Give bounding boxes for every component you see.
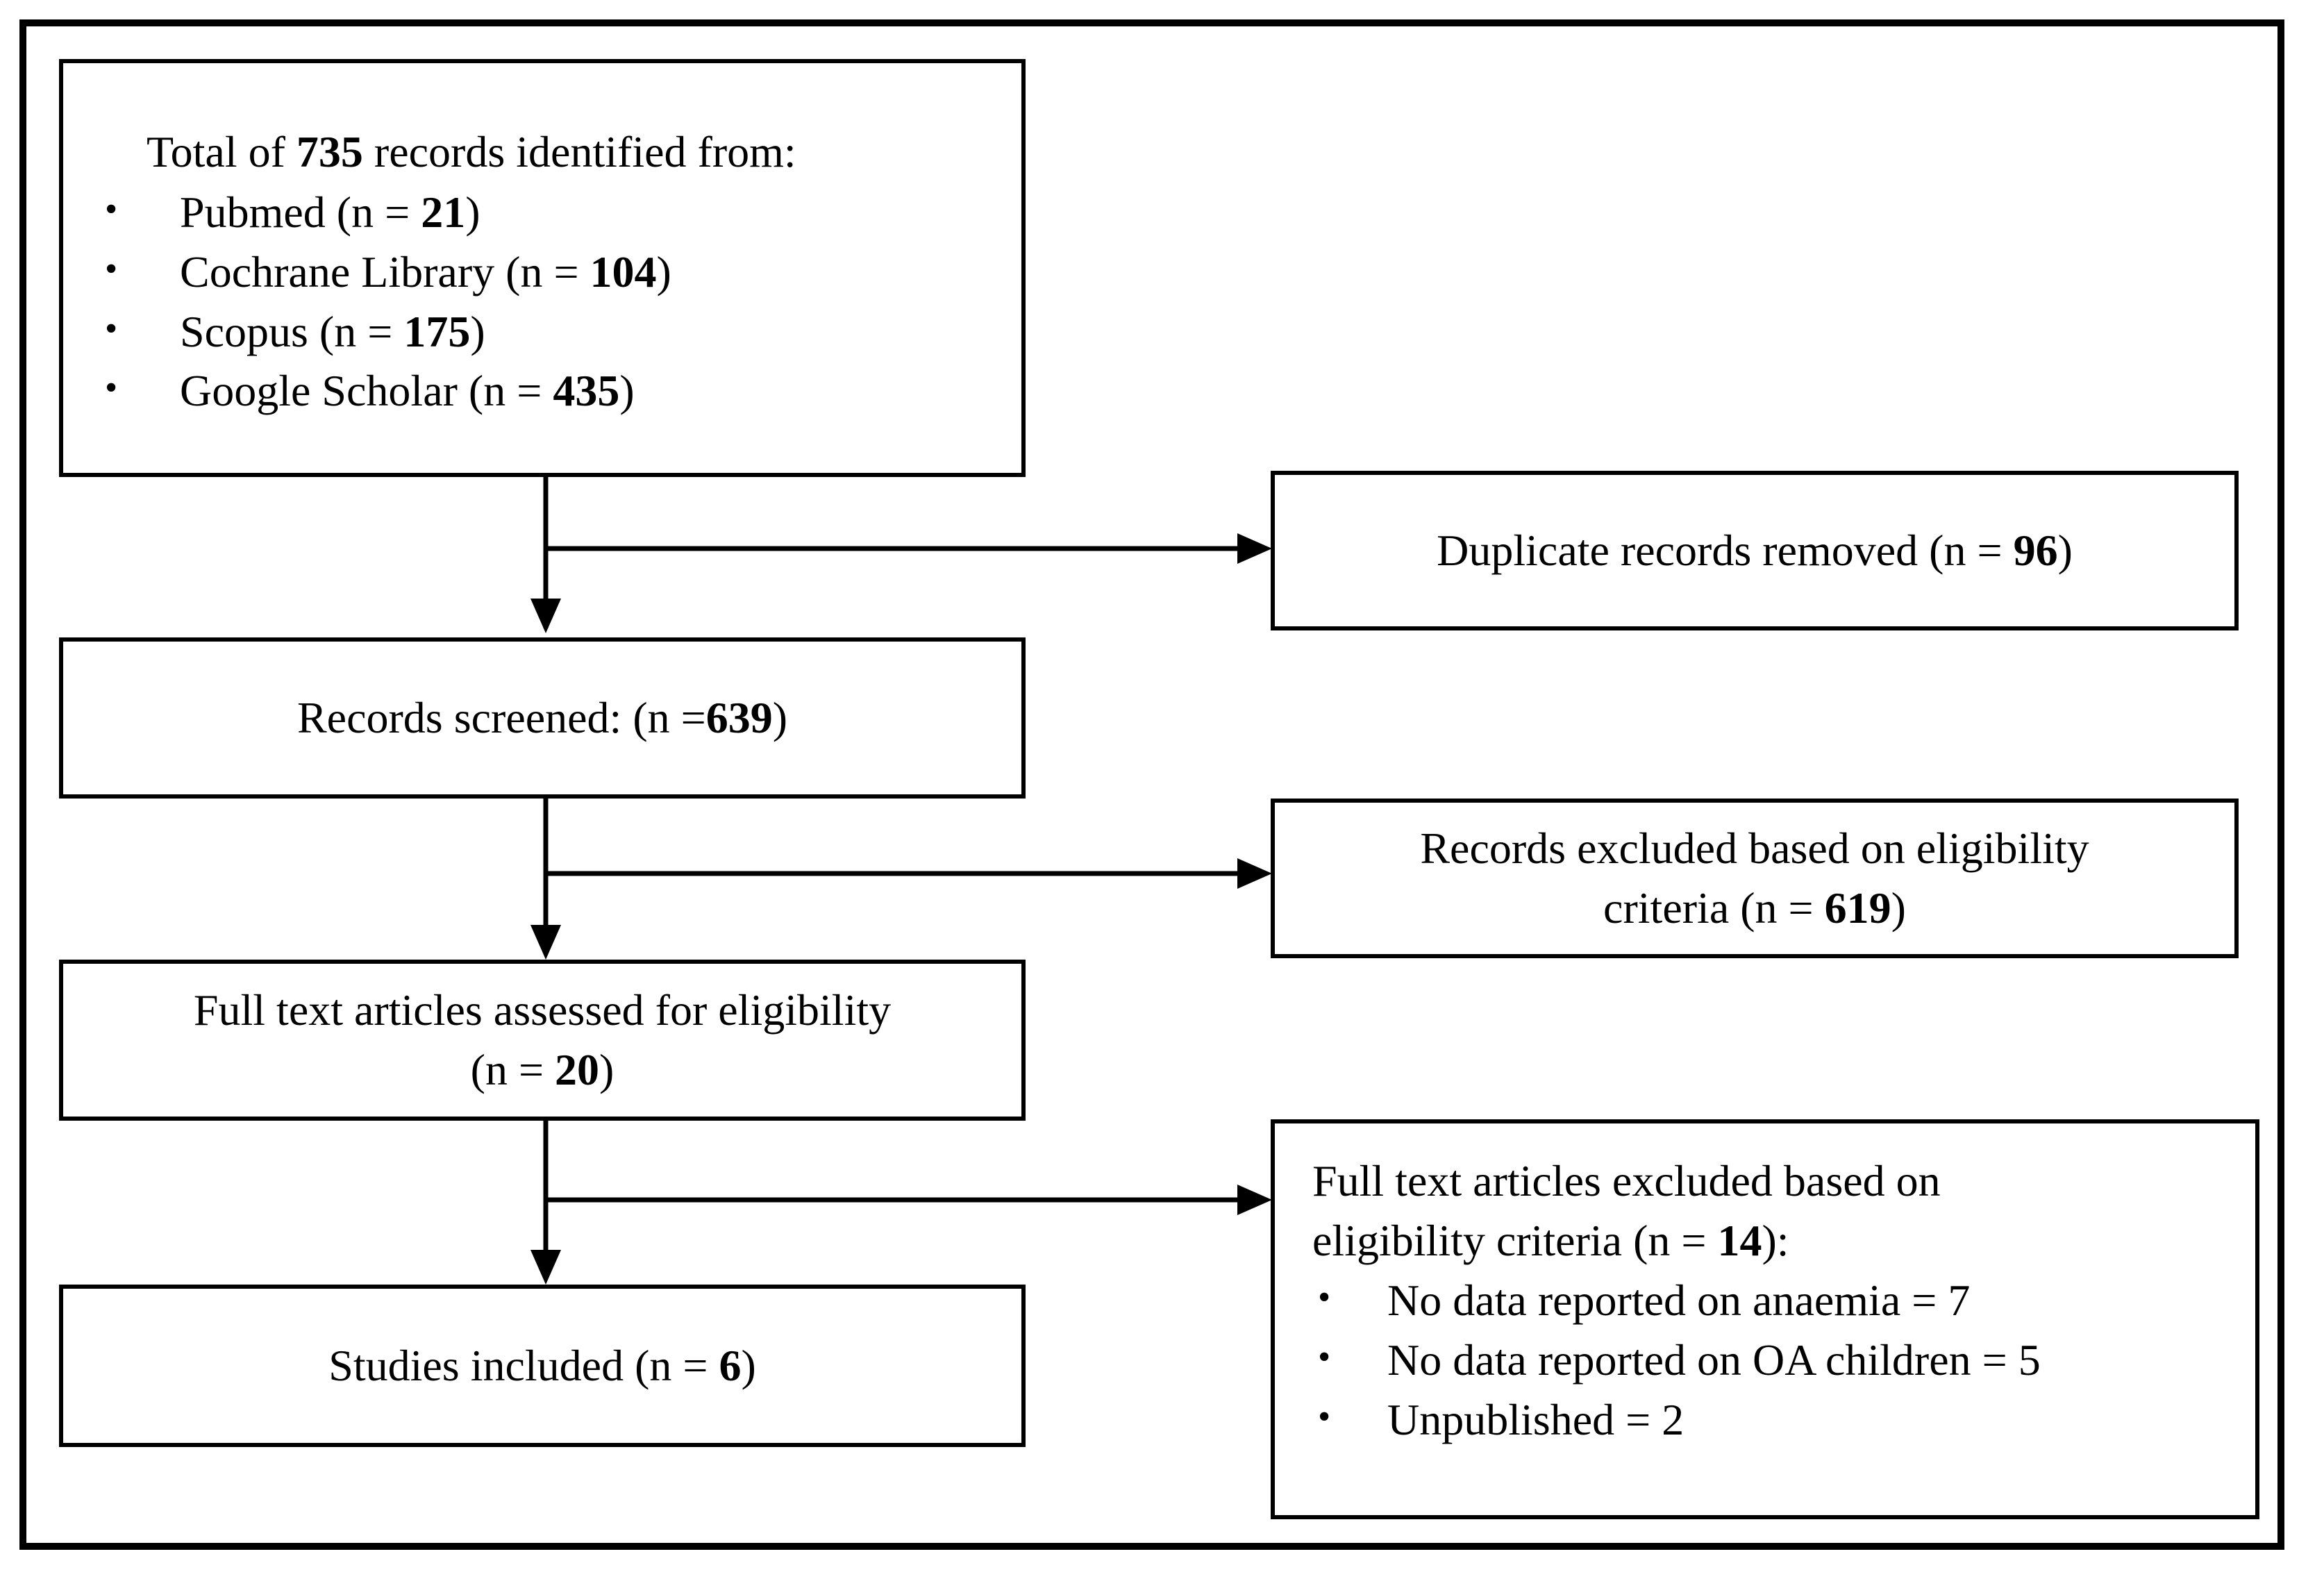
- source-label: Google Scholar (n =: [180, 366, 553, 416]
- included-label: Studies included (n =: [328, 1341, 719, 1391]
- arrowhead-right-3: [1237, 1185, 1272, 1215]
- included-paren: ): [741, 1341, 756, 1391]
- source-item: • Cochrane Library (n = 104): [63, 242, 671, 302]
- total-records-count: 735: [296, 127, 363, 176]
- included-count: 6: [719, 1341, 742, 1391]
- fulltext-line1: Full text articles assessed for eligibil…: [193, 985, 892, 1035]
- diagram-frame: [19, 19, 2284, 1550]
- source-label: Cochrane Library (n =: [180, 246, 590, 296]
- screened-text: Records screened: (n =639): [297, 688, 787, 748]
- source-paren: ): [656, 246, 671, 296]
- fulltext-excluded-line1: Full text articles excluded based on: [1312, 1156, 1941, 1205]
- fulltext-excluded-line2: eligibility criteria (n = 14):: [1312, 1211, 1941, 1271]
- bullet-icon: •: [105, 308, 118, 349]
- exclusion-reason-list: • No data reported on anaemia = 7 • No d…: [1275, 1271, 2041, 1449]
- fulltext-excluded-heading: Full text articles excluded based on eli…: [1312, 1151, 1941, 1271]
- heading-text-pre: Total of: [147, 127, 296, 176]
- arrowhead-down-2: [530, 925, 561, 960]
- bullet-icon: •: [105, 368, 118, 408]
- bullet-icon: •: [1318, 1396, 1331, 1437]
- studies-included-box: Studies included (n = 6): [59, 1285, 1026, 1447]
- records-excluded-paren: ): [1891, 883, 1906, 933]
- screened-count: 639: [705, 693, 773, 743]
- fulltext-assessed-box: Full text articles assessed for eligibil…: [59, 960, 1026, 1121]
- source-item: • Scopus (n = 175): [63, 302, 671, 362]
- fulltext-excluded-label: eligibility criteria (n =: [1312, 1215, 1718, 1265]
- fulltext-count: 20: [555, 1045, 600, 1094]
- duplicates-paren: ): [2057, 526, 2073, 576]
- records-excluded-line2: criteria (n = 619): [1603, 878, 1906, 938]
- arrowhead-right-2: [1237, 858, 1272, 889]
- source-paren: ): [619, 366, 635, 416]
- records-identified-heading: Total of 735 records identified from:: [147, 122, 796, 182]
- duplicates-text: Duplicate records removed (n = 96): [1437, 521, 2073, 580]
- source-count: 435: [553, 366, 620, 416]
- duplicates-label: Duplicate records removed (n =: [1437, 526, 2014, 576]
- source-item: • Pubmed (n = 21): [63, 183, 671, 242]
- source-count: 21: [421, 187, 466, 237]
- records-excluded-box: Records excluded based on eligibility cr…: [1271, 799, 2239, 958]
- source-paren: ): [465, 187, 480, 237]
- records-screened-box: Records screened: (n =639): [59, 637, 1026, 799]
- fulltext-line2: (n = 20): [471, 1040, 615, 1100]
- exclusion-reason-text: No data reported on OA children = 5: [1387, 1335, 2041, 1385]
- bullet-icon: •: [105, 190, 118, 229]
- screened-label: Records screened: (n =: [296, 693, 706, 743]
- source-count: 104: [590, 246, 657, 296]
- exclusion-reason-item: • No data reported on OA children = 5: [1275, 1330, 2041, 1390]
- arrowhead-right-1: [1237, 533, 1272, 564]
- arrowhead-down-3: [530, 1250, 561, 1285]
- source-list: • Pubmed (n = 21) • Cochrane Library (n …: [63, 183, 671, 421]
- source-label: Pubmed (n =: [180, 187, 421, 237]
- source-label: Scopus (n =: [180, 306, 404, 356]
- heading-text-post: records identified from:: [362, 127, 796, 176]
- source-paren: ): [470, 306, 485, 356]
- source-count: 175: [403, 306, 471, 356]
- fulltext-excluded-box: Full text articles excluded based on eli…: [1271, 1119, 2259, 1519]
- exclusion-reason-text: Unpublished = 2: [1387, 1394, 1685, 1444]
- records-excluded-label: criteria (n =: [1603, 883, 1825, 933]
- duplicates-count: 96: [2013, 526, 2058, 576]
- source-item: • Google Scholar (n = 435): [63, 361, 671, 421]
- records-excluded-line1: Records excluded based on eligibility: [1420, 824, 2089, 874]
- fulltext-paren: ): [599, 1045, 615, 1094]
- bullet-icon: •: [1318, 1278, 1331, 1317]
- bullet-icon: •: [105, 249, 118, 289]
- exclusion-reason-item: • Unpublished = 2: [1275, 1390, 2041, 1450]
- fulltext-label: (n =: [470, 1045, 555, 1094]
- exclusion-reason-text: No data reported on anaemia = 7: [1387, 1276, 1971, 1325]
- exclusion-reason-item: • No data reported on anaemia = 7: [1275, 1271, 2041, 1330]
- fulltext-excluded-count: 14: [1717, 1215, 1762, 1265]
- records-excluded-count: 619: [1824, 883, 1891, 933]
- records-identified-box: Total of 735 records identified from: • …: [59, 59, 1026, 477]
- included-text: Studies included (n = 6): [328, 1336, 756, 1396]
- fulltext-excluded-paren: ):: [1762, 1215, 1789, 1265]
- bullet-icon: •: [1318, 1337, 1331, 1377]
- duplicates-removed-box: Duplicate records removed (n = 96): [1271, 471, 2239, 630]
- screened-paren: ): [772, 693, 788, 743]
- arrowhead-down-1: [530, 599, 561, 633]
